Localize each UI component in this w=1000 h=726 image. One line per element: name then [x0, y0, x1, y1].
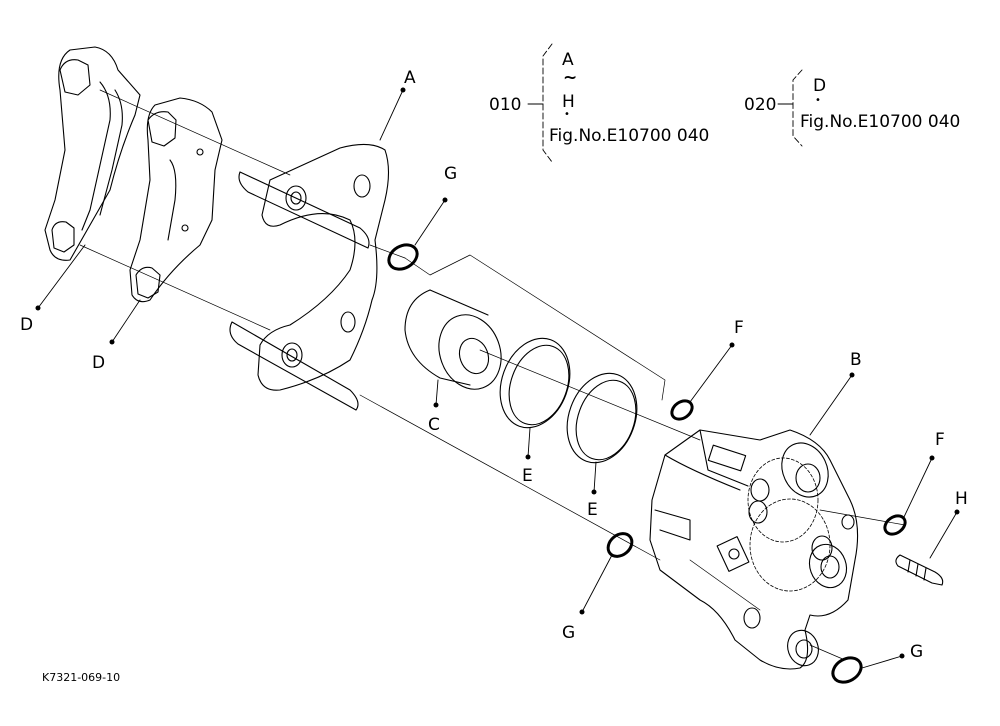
o-ring-g-bottom — [831, 656, 863, 684]
leader-lines — [37, 89, 958, 669]
ref-020-dot: • — [815, 95, 821, 106]
brake-pad-outer — [44, 46, 141, 261]
ref-010-dot: • — [564, 109, 570, 120]
piston-seal-1 — [499, 337, 571, 429]
ref-010-number: 010 — [489, 95, 522, 115]
ref-020-number: 020 — [744, 95, 777, 115]
label-f-right: F — [935, 430, 945, 450]
label-d-outer: D — [20, 315, 34, 335]
reference-brackets — [527, 43, 803, 163]
drawing-code: K7321-069-10 — [42, 671, 121, 684]
label-e-second: E — [587, 500, 598, 520]
label-b: B — [850, 350, 862, 370]
bleeder-screw — [895, 554, 944, 586]
ref-010-range-sep: ~ — [563, 68, 578, 88]
leader-dots — [35, 87, 960, 659]
ref-020-part: D — [813, 76, 827, 96]
label-g-bottom: G — [910, 642, 924, 662]
label-g-top: G — [444, 164, 458, 184]
caliper-body — [649, 429, 859, 670]
assembly-lines — [79, 89, 906, 661]
label-f-middle: F — [734, 318, 744, 338]
o-ring-top — [387, 243, 419, 271]
label-c: C — [428, 415, 440, 435]
label-g-lower: G — [562, 623, 576, 643]
label-d-inner: D — [92, 353, 106, 373]
o-ring-g-lower — [606, 532, 634, 558]
label-h: H — [955, 489, 968, 509]
ref-010-range-end: H — [562, 92, 575, 112]
brake-pad-inner — [129, 97, 223, 303]
ref-020-figure: Fig.No.E10700 040 — [800, 112, 961, 132]
o-ring-f-2 — [883, 514, 907, 536]
caliper-bracket — [229, 143, 390, 411]
piston-seal-2 — [566, 372, 638, 464]
label-e-first: E — [522, 466, 533, 486]
label-a: A — [404, 68, 416, 88]
piston — [404, 289, 502, 390]
ref-010-range-start: A — [562, 50, 574, 70]
o-ring-f-1 — [670, 399, 694, 421]
ref-010-figure: Fig.No.E10700 040 — [549, 126, 710, 146]
